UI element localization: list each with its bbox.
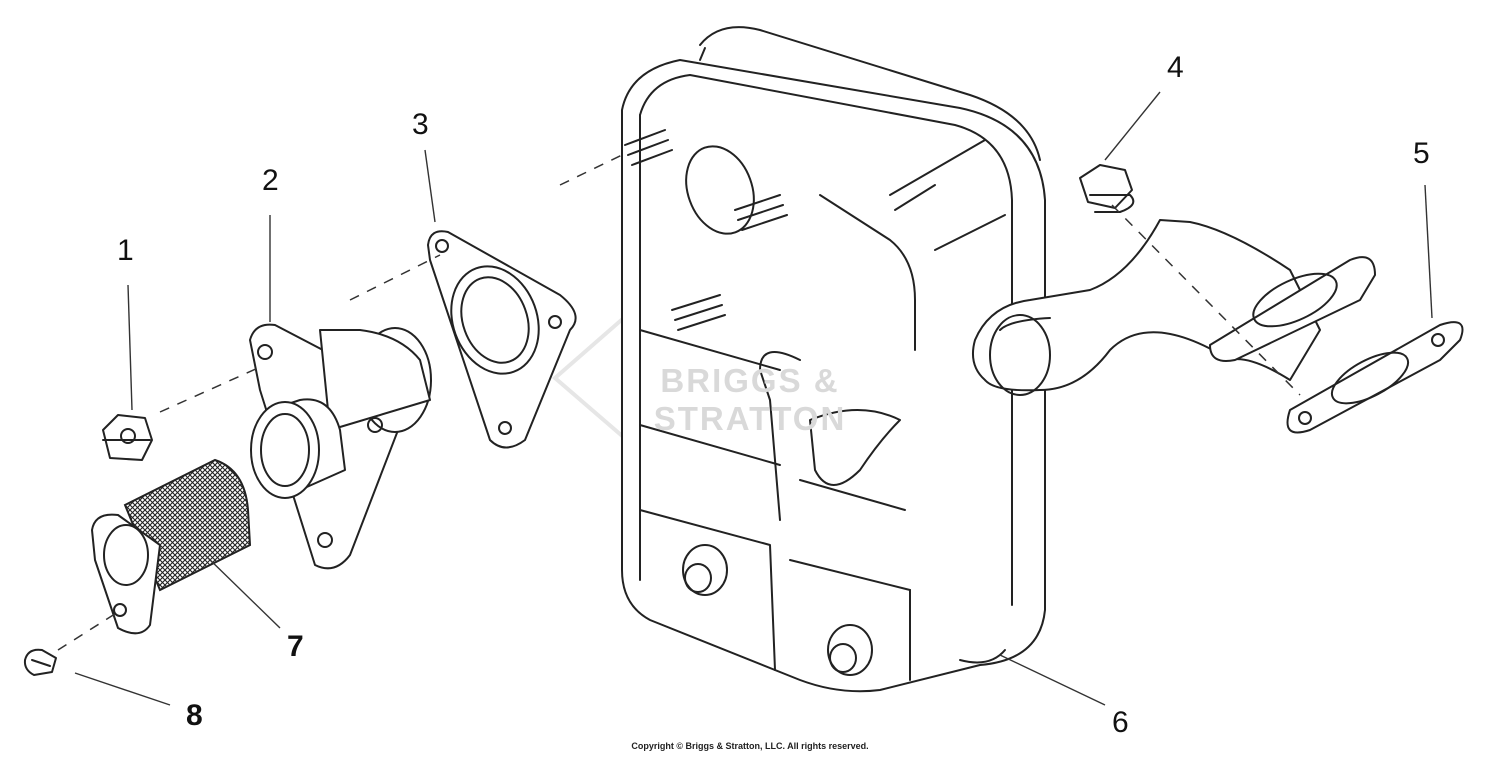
callout-2: 2	[262, 164, 279, 197]
leader-lines	[74, 91, 1433, 706]
exhaust-flange-2	[249, 323, 432, 570]
flange-nut-1	[102, 414, 153, 461]
callout-4: 4	[1167, 51, 1184, 84]
callout-7: 7	[287, 630, 304, 663]
flange-nut-4	[1079, 164, 1135, 213]
gasket-5	[1286, 321, 1464, 434]
callout-5: 5	[1413, 137, 1430, 170]
copyright-notice: Copyright © Briggs & Stratton, LLC. All …	[631, 741, 869, 751]
watermark-text: BRIGGS & STRATTON	[653, 362, 847, 437]
callout-8: 8	[186, 699, 203, 732]
muffler-body	[621, 26, 1046, 693]
callout-3: 3	[412, 108, 429, 141]
spark-arrester-screen-7	[91, 458, 252, 635]
callout-1: 1	[117, 234, 134, 267]
screw-8	[23, 648, 57, 676]
gasket-3	[427, 230, 577, 449]
alignment-lines	[57, 154, 1301, 651]
exhaust-pipe	[972, 219, 1376, 396]
callout-6: 6	[1112, 706, 1129, 739]
